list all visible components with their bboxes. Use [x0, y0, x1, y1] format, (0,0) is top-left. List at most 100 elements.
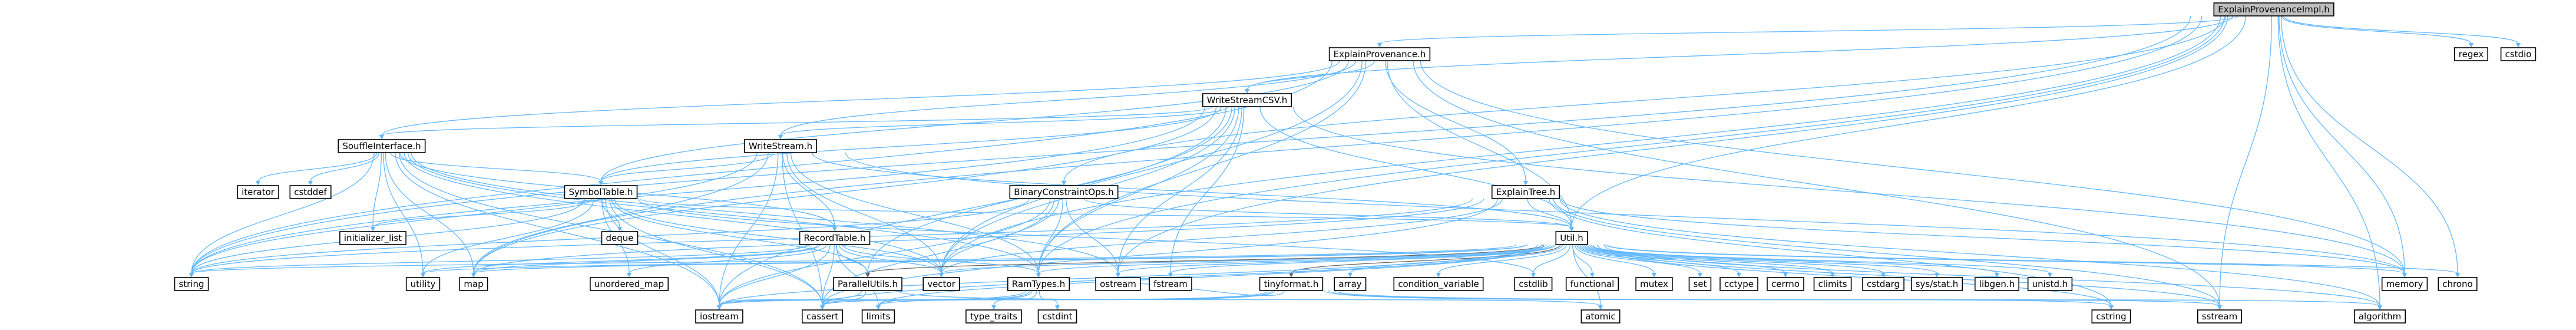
edge-util-to-chrono: [1606, 244, 2458, 274]
node-cstring: cstring: [2091, 309, 2131, 324]
edge-root-to-regex: [2281, 15, 2472, 44]
node-set: set: [1688, 277, 1712, 291]
edge-et-to-sstream: [1553, 198, 2220, 306]
edge-util-to-cstring: [1592, 244, 2112, 306]
node-ostream: ostream: [1095, 277, 1141, 291]
node-array: array: [1334, 277, 1367, 291]
node-typetraits: type_traits: [965, 309, 1022, 324]
edge-tinyformat-to-cstring: [1324, 290, 2112, 306]
edge-arrowhead: [2109, 305, 2114, 310]
node-label: WriteStream.h: [749, 141, 812, 151]
edge-arrowhead: [1245, 89, 1249, 94]
node-label: cstddef: [294, 187, 327, 197]
node-label: algorithm: [2359, 311, 2401, 322]
node-box: [965, 309, 1022, 324]
edge-arrowhead: [371, 227, 375, 232]
node-tinyformat[interactable]: tinyformat.h: [1259, 277, 1324, 291]
node-box: [1334, 277, 1367, 291]
node-box: [405, 277, 441, 291]
edge-rtypes-to-iostream: [719, 290, 1026, 306]
edge-si-to-vector: [404, 152, 942, 274]
node-atomic: atomic: [1580, 309, 1621, 324]
edge-wscsv-to-iostream: [719, 106, 1226, 306]
node-rt[interactable]: RecordTable.h: [799, 231, 871, 245]
node-box: [174, 277, 209, 291]
edge-si-to-rtypes: [407, 152, 1039, 274]
node-label: mutex: [1640, 279, 1668, 289]
node-memory: memory: [2381, 277, 2428, 291]
edge-wscsv-to-util: [1259, 106, 1572, 228]
edge-util-to-algorithm: [1603, 244, 2380, 306]
node-label: ostream: [1100, 279, 1136, 289]
node-string: string: [174, 277, 209, 291]
edge-arrowhead: [2217, 305, 2222, 310]
edge-util-to-memory: [1604, 244, 2405, 274]
node-iterator: iterator: [237, 185, 279, 199]
edge-rt-to-cassert: [822, 244, 835, 306]
node-box: [1492, 185, 1560, 199]
node-ep[interactable]: ExplainProvenance.h: [1328, 47, 1431, 61]
node-label: utility: [411, 279, 436, 289]
node-cassert: cassert: [802, 309, 844, 324]
edge-et-to-vector: [941, 198, 1503, 274]
edge-arrowhead: [1055, 305, 1060, 310]
edge-arrowhead: [1737, 273, 1741, 278]
edge-arrowhead: [1036, 273, 1041, 278]
node-box: [1688, 277, 1712, 291]
edge-si-to-iterator: [257, 152, 378, 182]
edge-arrowhead: [471, 273, 476, 278]
node-bco[interactable]: BinaryConstraintOps.h: [1009, 185, 1119, 199]
edge-root-to-cstdio: [2283, 15, 2519, 44]
edge-arrowhead: [991, 305, 996, 310]
edge-util-to-vector: [941, 244, 1547, 274]
node-pu[interactable]: ParallelUtils.h: [833, 277, 902, 291]
edge-bco-to-iostream: [719, 198, 1051, 306]
edge-pu-to-atomic: [897, 290, 1601, 306]
edge-arrowhead: [2455, 273, 2460, 278]
node-unistd: unistd.h: [2027, 277, 2073, 291]
edge-util-to-unistd: [1590, 244, 2051, 274]
node-limits: limits: [861, 309, 895, 324]
node-ws[interactable]: WriteStream.h: [744, 139, 817, 153]
node-util[interactable]: Util.h: [1555, 231, 1588, 245]
node-label: BinaryConstraintOps.h: [1014, 187, 1113, 197]
edge-tinyformat-to-algorithm: [1334, 290, 2380, 306]
node-root[interactable]: ExplainProvenanceImpl.h: [2213, 2, 2334, 16]
edge-arrowhead: [598, 181, 603, 186]
node-et[interactable]: ExplainTree.h: [1492, 185, 1560, 199]
node-label: cstring: [2096, 311, 2126, 322]
node-climits: climits: [1813, 277, 1852, 291]
node-box: [744, 139, 817, 153]
edge-ep-to-vector: [941, 60, 1363, 274]
node-label: cerrno: [1771, 279, 1800, 289]
node-st[interactable]: SymbolTable.h: [564, 185, 638, 199]
edge-arrowhead: [865, 273, 870, 278]
edge-et-to-util: [1527, 198, 1572, 228]
edge-arrowhead: [1168, 273, 1173, 278]
edge-ws-to-vector: [786, 152, 942, 274]
edge-root-to-algorithm: [2277, 15, 2380, 306]
node-label: deque: [606, 233, 633, 243]
edge-et-to-algorithm: [1559, 198, 2380, 306]
edge-arrowhead: [1652, 273, 1656, 278]
node-box: [1393, 277, 1484, 291]
node-label: vector: [927, 279, 955, 289]
node-si[interactable]: SouffleInterface.h: [338, 139, 426, 153]
edge-arrowhead: [627, 273, 631, 278]
node-label: WriteStreamCSV.h: [1207, 95, 1287, 105]
node-box: [1862, 277, 1904, 291]
edge-arrowhead: [717, 305, 722, 310]
node-sstream: sstream: [2197, 309, 2243, 324]
edge-arrowhead: [1377, 43, 1382, 48]
node-initlist: initializer_list: [339, 231, 406, 245]
edge-arrowhead: [421, 273, 425, 278]
node-rtypes[interactable]: RamTypes.h: [1007, 277, 1070, 291]
edge-ws-to-util: [812, 152, 1572, 228]
node-box: [601, 231, 639, 245]
edge-ws-to-memory: [845, 152, 2405, 274]
edge-wscsv-to-fstream: [1170, 106, 1245, 274]
node-box: [1095, 277, 1141, 291]
node-wscsv[interactable]: WriteStreamCSV.h: [1202, 93, 1292, 107]
edge-arrowhead: [256, 181, 260, 186]
edge-arrowhead: [820, 305, 825, 310]
